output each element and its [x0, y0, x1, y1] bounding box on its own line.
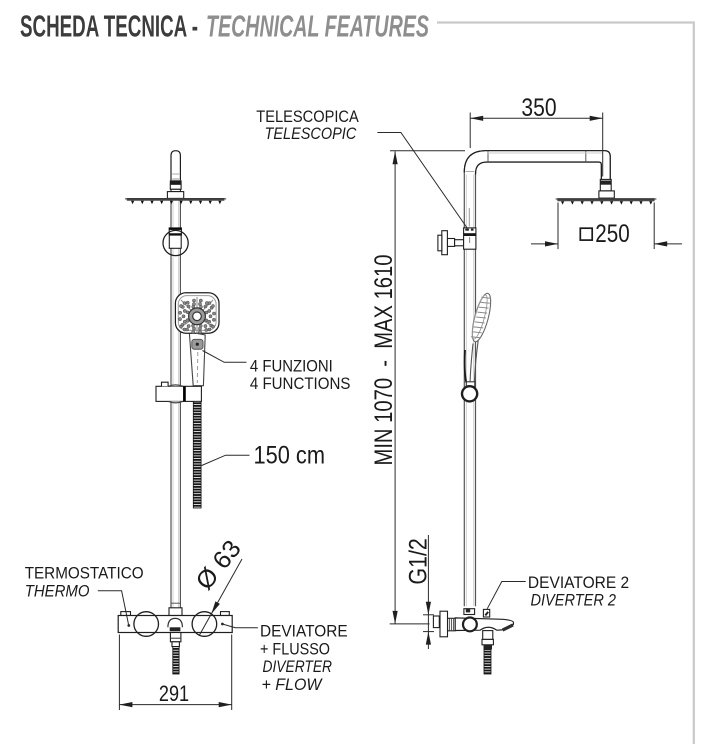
svg-text:250: 250	[595, 220, 629, 248]
svg-text:THERMO: THERMO	[25, 582, 90, 600]
svg-text:+ FLOW: + FLOW	[262, 676, 323, 694]
svg-text:150 cm: 150 cm	[254, 442, 326, 470]
svg-text:4 FUNCTIONS: 4 FUNCTIONS	[250, 375, 351, 393]
svg-text:4 FUNZIONI: 4 FUNZIONI	[250, 358, 333, 376]
svg-text:MIN 1070 - MAX 1610: MIN 1070 - MAX 1610	[370, 255, 398, 466]
svg-text:+ FLUSSO: + FLUSSO	[260, 640, 330, 658]
svg-text:DEVIATORE: DEVIATORE	[260, 623, 348, 641]
svg-text:291: 291	[159, 681, 189, 706]
svg-text:TECHNICAL FEATURES: TECHNICAL FEATURES	[206, 9, 429, 44]
svg-text:350: 350	[521, 94, 556, 122]
svg-text:SCHEDA TECNICA -: SCHEDA TECNICA -	[20, 9, 198, 44]
svg-text:DEVIATORE 2: DEVIATORE 2	[528, 574, 629, 592]
svg-text:TELESCOPIC: TELESCOPIC	[265, 125, 357, 143]
svg-text:TELESCOPICA: TELESCOPICA	[256, 108, 359, 126]
svg-text:G1/2: G1/2	[405, 538, 433, 585]
svg-text:DIVERTER 2: DIVERTER 2	[531, 591, 617, 609]
svg-text:TERMOSTATICO: TERMOSTATICO	[25, 565, 144, 583]
svg-text:DIVERTER: DIVERTER	[263, 658, 333, 676]
